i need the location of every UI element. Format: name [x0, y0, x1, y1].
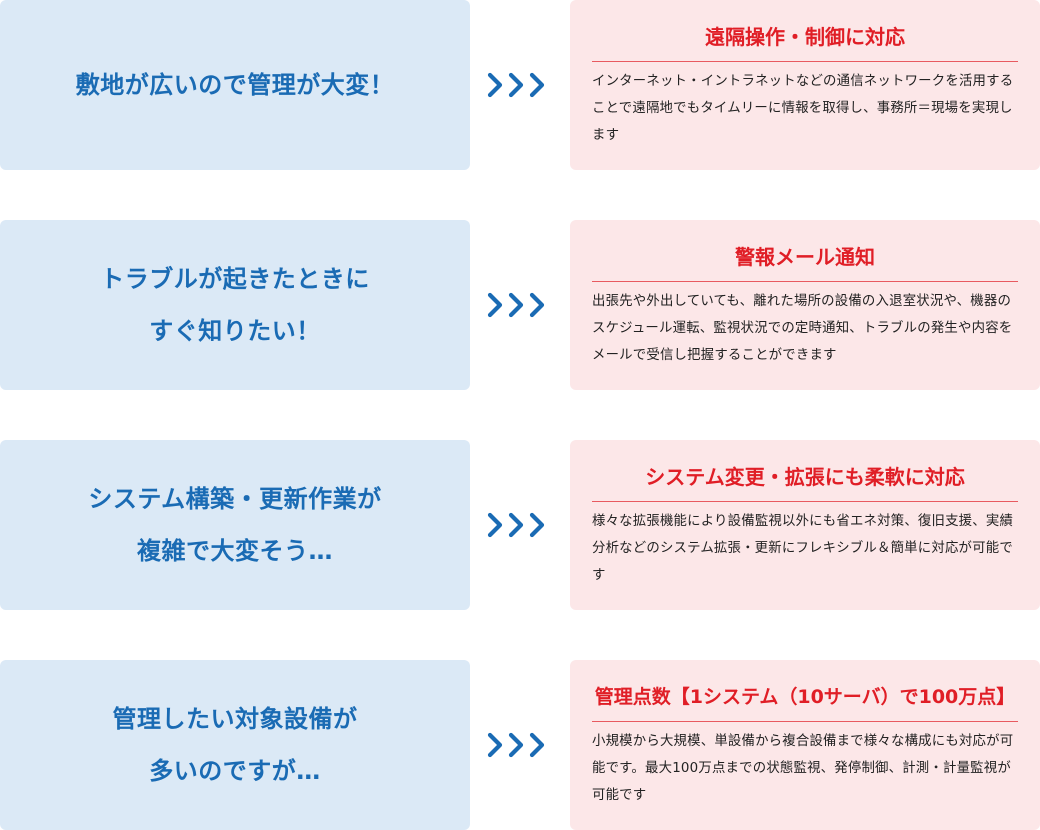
solution-description: インターネット・イントラネットなどの通信ネットワークを活用することで遠隔地でもタ…: [592, 74, 1014, 143]
problem-text-line: 複雑で大変そう…: [137, 537, 333, 565]
problem-text-line: 多いのですが…: [149, 757, 321, 785]
solution-divider: [592, 61, 1018, 62]
solution-box: 警報メール通知 出張先や外出していても、離れた場所の設備の入退室状況や、機器のス…: [570, 220, 1040, 390]
solution-box: 遠隔操作・制御に対応 インターネット・イントラネットなどの通信ネットワークを活用…: [570, 0, 1040, 170]
solution-description: 出張先や外出していても、離れた場所の設備の入退室状況や、機器のスケジュール運転、…: [592, 294, 1013, 363]
feature-row: 管理したい対象設備が 多いのですが… 管理点数【1システム（10サーバ）で100…: [0, 660, 1040, 830]
solution-title: 警報メール通知: [735, 245, 875, 269]
solution-title: 管理点数【1システム（10サーバ）で100万点】: [594, 686, 1016, 708]
problem-box: システム構築・更新作業が 複雑で大変そう…: [0, 440, 470, 610]
problem-box: 敷地が広いので管理が大変！: [0, 0, 470, 170]
problem-text-line: すぐ知りたい！: [149, 317, 321, 345]
triple-chevron-right-icon: [486, 510, 552, 540]
solution-box: システム変更・拡張にも柔軟に対応 様々な拡張機能により設備監視以外にも省エネ対策…: [570, 440, 1040, 610]
feature-row: システム構築・更新作業が 複雑で大変そう… システム変更・拡張にも柔軟に対応 様…: [0, 440, 1040, 610]
triple-chevron-right-icon: [486, 290, 552, 320]
triple-chevron-right-icon: [486, 70, 552, 100]
problem-text-line: システム構築・更新作業が: [88, 485, 382, 513]
problem-text-line: 管理したい対象設備が: [112, 705, 358, 733]
problem-box: トラブルが起きたときに すぐ知りたい！: [0, 220, 470, 390]
solution-title: システム変更・拡張にも柔軟に対応: [645, 465, 965, 489]
problem-box: 管理したい対象設備が 多いのですが…: [0, 660, 470, 830]
problem-text-line: トラブルが起きたときに: [100, 265, 370, 293]
solution-box: 管理点数【1システム（10サーバ）で100万点】 小規模から大規模、単設備から複…: [570, 660, 1040, 830]
solution-description: 小規模から大規模、単設備から複合設備まで様々な構成にも対応が可能です。最大100…: [592, 734, 1014, 803]
solution-divider: [592, 281, 1018, 282]
solution-divider: [592, 721, 1018, 722]
solution-divider: [592, 501, 1018, 502]
solution-description: 様々な拡張機能により設備監視以外にも省エネ対策、復旧支援、実績分析などのシステム…: [592, 514, 1014, 583]
solution-title: 遠隔操作・制御に対応: [705, 25, 905, 49]
feature-row: トラブルが起きたときに すぐ知りたい！ 警報メール通知 出張先や外出していても、…: [0, 220, 1040, 390]
feature-row: 敷地が広いので管理が大変！ 遠隔操作・制御に対応 インターネット・イントラネット…: [0, 0, 1040, 170]
triple-chevron-right-icon: [486, 730, 552, 760]
problem-text-line: 敷地が広いので管理が大変！: [75, 71, 395, 99]
